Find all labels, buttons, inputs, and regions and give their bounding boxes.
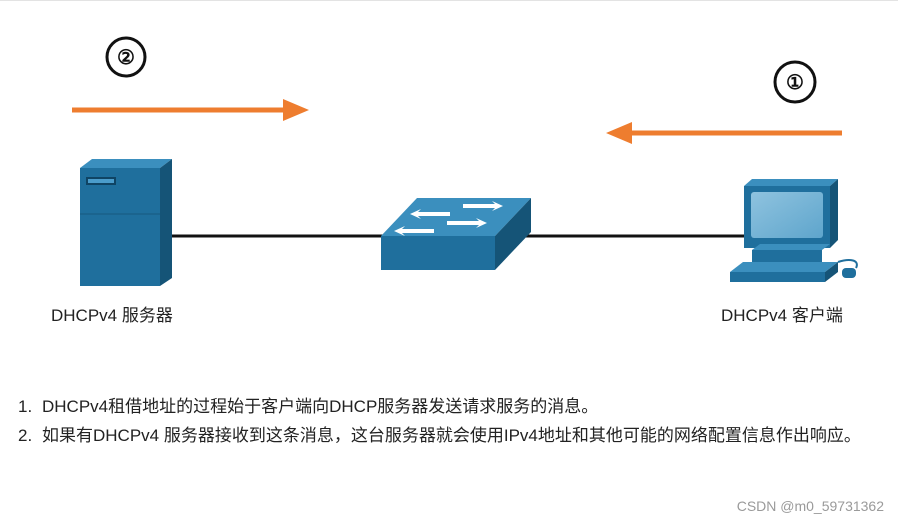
- top-divider: [0, 0, 898, 1]
- request-arrow: [606, 122, 842, 144]
- switch-icon: [381, 198, 531, 270]
- dhcp-diagram: ② ①: [72, 36, 858, 286]
- note-number: 2.: [18, 426, 33, 445]
- server-label: DHCPv4 服务器: [51, 306, 173, 325]
- step-2-number: ②: [117, 47, 135, 69]
- client-label: DHCPv4 客户端: [721, 306, 843, 325]
- note-item: 2. 如果有DHCPv4 服务器接收到这条消息，这台服务器就会使用IPv4地址和…: [18, 421, 888, 450]
- offer-arrow: [72, 99, 309, 121]
- computer-icon: [730, 179, 858, 282]
- note-number: 1.: [18, 397, 33, 416]
- note-item: 1. DHCPv4租借地址的过程始于客户端向DHCP服务器发送请求服务的消息。: [18, 392, 888, 421]
- csdn-watermark: CSDN @m0_59731362: [736, 498, 884, 514]
- notes-list: 1. DHCPv4租借地址的过程始于客户端向DHCP服务器发送请求服务的消息。 …: [18, 392, 888, 450]
- note-text: 如果有DHCPv4 服务器接收到这条消息，这台服务器就会使用IPv4地址和其他可…: [42, 426, 861, 445]
- step-2-badge: ②: [105, 36, 147, 78]
- step-1-badge: ①: [773, 60, 817, 104]
- step-1-number: ①: [786, 72, 804, 94]
- server-icon: [80, 159, 172, 286]
- note-text: DHCPv4租借地址的过程始于客户端向DHCP服务器发送请求服务的消息。: [42, 397, 599, 416]
